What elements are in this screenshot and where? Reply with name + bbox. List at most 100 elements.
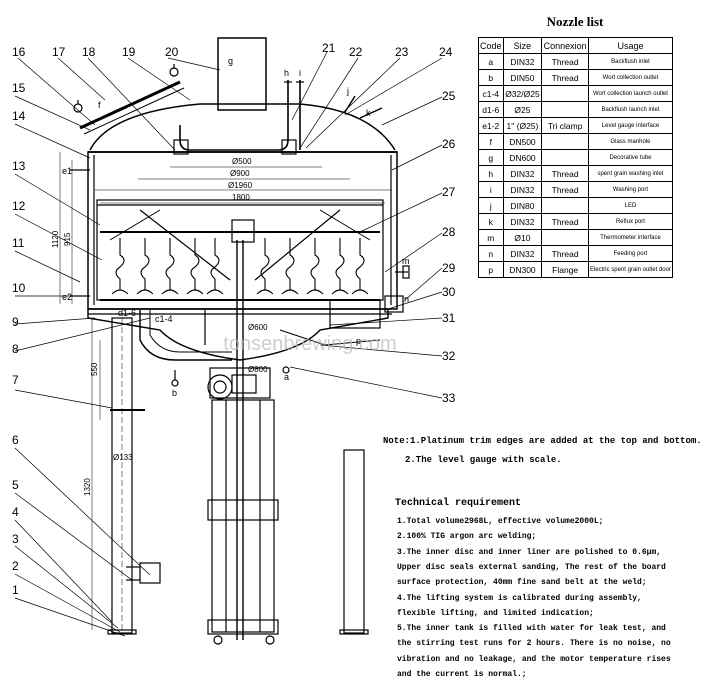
callout-right-9: 30 <box>442 285 456 299</box>
rake-knife-foot <box>351 289 369 295</box>
rake-knife <box>115 238 125 290</box>
col-code: Code <box>478 37 504 54</box>
nozzle-code: e1-2 <box>478 117 504 134</box>
nozzle-code: j <box>478 197 504 214</box>
callout-left-5: 15 <box>12 81 26 95</box>
nozzle-size: DIN32 <box>502 213 543 230</box>
decorative-tube <box>217 37 267 111</box>
nozzle-code: h <box>478 165 504 182</box>
callout-left-3: 19 <box>122 45 136 59</box>
nozzle-code: c1-4 <box>478 85 504 102</box>
rake-knife-foot <box>206 289 224 295</box>
rake-knife-foot <box>256 289 274 295</box>
callout-left-9: 11 <box>12 236 25 250</box>
rake-knife-foot <box>111 289 129 295</box>
nozzle-size: DIN50 <box>502 69 543 86</box>
tech-line: vibration and no leakage, and the motor … <box>397 654 671 664</box>
tag-f: f <box>98 100 101 110</box>
dim-600: Ø600 <box>248 323 268 332</box>
dim-550: 550 <box>90 362 99 376</box>
nozzle-size: DN300 <box>502 261 543 278</box>
callout-left-8: 12 <box>12 199 26 213</box>
nozzle-code: m <box>478 229 504 246</box>
leg-right <box>343 449 365 634</box>
nozzle-code: n <box>478 245 504 262</box>
rake-knife <box>355 238 365 290</box>
watermark: tonsenbrewing.com <box>223 333 396 355</box>
tech-line: flexible lifting, and limited indication… <box>397 608 594 618</box>
nozzle-connexion: Thread <box>541 53 589 70</box>
callout-right-11: 32 <box>442 349 456 363</box>
callout-right-10: 31 <box>442 311 456 325</box>
nozzle-connexion <box>541 229 589 246</box>
rake-knife-foot <box>161 289 179 295</box>
nozzle-connexion <box>541 101 589 118</box>
tag-e2: e2 <box>62 292 72 302</box>
tag-c: c1-4 <box>155 314 173 324</box>
nozzle-usage: Electric spent grain outlet door <box>587 261 674 278</box>
note-line-2: 2.The level gauge with scale. <box>405 455 562 465</box>
spent-grain-door <box>329 299 381 329</box>
nozzle-size: DIN32 <box>502 165 543 182</box>
tech-line: 4.The lifting system is calibrated durin… <box>397 593 642 603</box>
rake-knife <box>165 238 175 290</box>
nozzle-connexion: Thread <box>541 245 589 262</box>
callout-left-2: 18 <box>82 45 96 59</box>
nozzle-usage: Backflush launch inlet <box>587 101 674 118</box>
nozzle-usage: Decorative tube <box>587 149 674 166</box>
callout-left-1: 17 <box>52 45 66 59</box>
nozzle-list-title: Nozzle list <box>546 14 604 29</box>
tech-title: Technical requirement <box>395 498 522 509</box>
nozzle-connexion <box>541 85 589 102</box>
rake-knife <box>210 238 220 290</box>
nozzle-code: g <box>478 149 504 166</box>
tag-m: m <box>402 256 410 266</box>
callout-left-15: 5 <box>12 478 19 492</box>
rake-knife-foot <box>331 289 349 295</box>
tag-a: a <box>284 372 289 382</box>
tech-line: 1.Total volume2968L, effective volume200… <box>397 517 604 526</box>
dim-915: 915 <box>63 232 72 246</box>
nozzle-usage: Washing port <box>587 181 674 198</box>
rake-knife-foot <box>306 289 324 295</box>
callout-right-12: 33 <box>442 391 456 405</box>
rake-knife <box>285 238 295 290</box>
nozzle-size: 1" (Ø25) <box>502 117 543 134</box>
tag-p: p <box>356 336 361 346</box>
nozzle-code: i <box>478 181 504 198</box>
nozzle-usage: Glass manhole <box>587 133 674 150</box>
nozzle-size: DIN32 <box>502 245 543 262</box>
tech-line: Upper disc seals external sanding, The r… <box>397 562 666 572</box>
tech-line: 3.The inner disc and inner liner are pol… <box>397 547 662 557</box>
col-usage: Usage <box>587 37 674 54</box>
col-connexion: Connexion <box>541 37 589 54</box>
nozzle-connexion <box>541 133 589 150</box>
callout-left-0: 16 <box>12 45 26 59</box>
nozzle-connexion <box>541 149 589 166</box>
rake-knife <box>260 238 270 290</box>
nozzle-usage: Backflush inlet <box>587 53 674 70</box>
callout-right-2: 23 <box>395 45 409 59</box>
rake-knife <box>190 238 200 290</box>
wort-pipes <box>139 310 232 361</box>
nozzle-code: f <box>478 133 504 150</box>
nozzle-size: Ø32/Ø25 <box>502 85 543 102</box>
nozzle-usage: Wort collection outlet <box>587 69 674 86</box>
callout-left-11: 9 <box>12 315 19 329</box>
dim-1120: 1120 <box>51 230 60 248</box>
nozzle-connexion: Thread <box>541 181 589 198</box>
tag-g: g <box>228 56 233 66</box>
tech-line: the stirring test runs for 2 hours. Ther… <box>397 639 671 649</box>
callout-left-10: 10 <box>12 281 26 295</box>
nozzle-usage: Level gauge interface <box>587 117 674 134</box>
nozzle-size: DN600 <box>502 149 543 166</box>
callout-left-12: 8 <box>12 342 19 356</box>
dim-1960: Ø1960 <box>228 181 253 190</box>
dim-133: Ø133 <box>113 453 133 462</box>
